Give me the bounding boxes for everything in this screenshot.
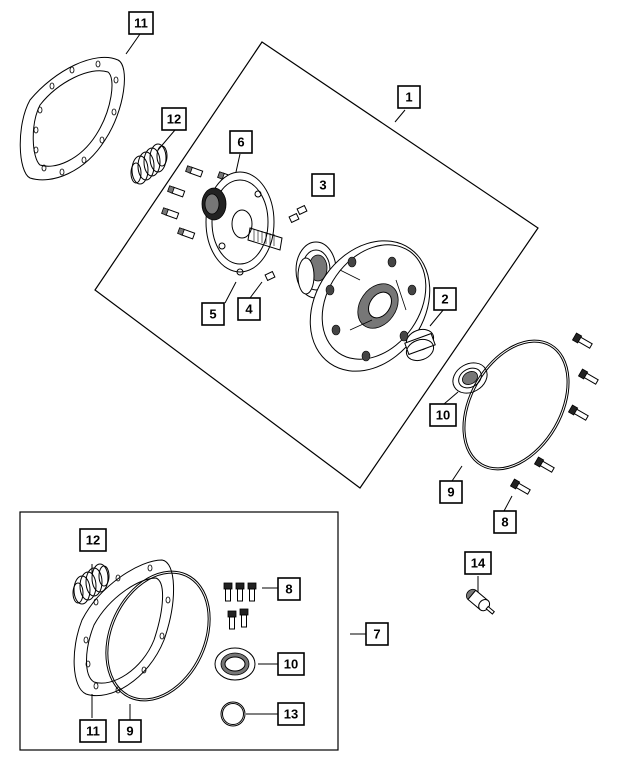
bolt-icon	[223, 582, 257, 630]
callout-5: 5	[201, 302, 225, 326]
callout-11-bottom: 11	[79, 719, 107, 743]
o-ring-icon	[220, 701, 246, 727]
callout-10-top: 10	[429, 403, 457, 427]
callout-1: 1	[397, 85, 421, 109]
svg-text:9: 9	[447, 485, 454, 500]
svg-text:10: 10	[436, 408, 450, 423]
leader-lines	[91, 33, 513, 720]
callout-12-bottom: 12	[79, 528, 107, 552]
svg-text:14: 14	[471, 556, 486, 571]
svg-text:12: 12	[86, 533, 100, 548]
assembly-frame	[94, 41, 539, 489]
gasket-icon	[73, 559, 174, 696]
svg-text:8: 8	[501, 515, 508, 530]
bolt-icon	[509, 332, 599, 495]
spring-icon	[72, 563, 110, 605]
svg-text:11: 11	[86, 724, 100, 739]
svg-text:2: 2	[441, 292, 448, 307]
callout-2: 2	[433, 287, 457, 311]
callout-8-top: 8	[493, 510, 517, 534]
o-ring-icon	[462, 339, 570, 471]
svg-text:1: 1	[405, 90, 412, 105]
svg-text:7: 7	[373, 627, 380, 642]
callout-8-bottom: 8	[277, 577, 301, 601]
pin-icon	[236, 204, 308, 282]
callout-3: 3	[311, 173, 335, 197]
gear-icon	[295, 241, 337, 299]
callout-10-bottom: 10	[277, 652, 305, 676]
spring-icon	[130, 143, 168, 185]
svg-text:6: 6	[237, 135, 244, 150]
callout-4: 4	[237, 297, 261, 321]
pump-housing-icon	[309, 240, 431, 372]
seal-icon	[214, 647, 256, 681]
svg-text:8: 8	[285, 582, 292, 597]
pump-gasket-icon	[19, 56, 125, 181]
svg-text:13: 13	[284, 707, 298, 722]
callout-6: 6	[229, 130, 253, 154]
callout-9-top: 9	[439, 480, 463, 504]
kit-frame	[19, 511, 339, 751]
callout-9-bottom: 9	[118, 719, 142, 743]
svg-text:4: 4	[245, 302, 253, 317]
svg-text:11: 11	[134, 16, 148, 31]
callout-11-top: 11	[128, 11, 154, 35]
bushing-icon	[404, 328, 436, 362]
callout-7: 7	[365, 622, 389, 646]
svg-text:10: 10	[284, 657, 298, 672]
callout-13: 13	[277, 702, 305, 726]
svg-text:12: 12	[167, 112, 181, 127]
svg-text:5: 5	[209, 307, 216, 322]
seal-icon	[452, 362, 488, 394]
callout-12-top: 12	[161, 107, 187, 131]
o-ring-icon	[105, 570, 211, 702]
svg-text:3: 3	[319, 178, 326, 193]
stator-icon	[201, 171, 283, 273]
pin-icon	[466, 588, 495, 615]
callout-14: 14	[464, 551, 492, 575]
svg-text:9: 9	[126, 724, 133, 739]
